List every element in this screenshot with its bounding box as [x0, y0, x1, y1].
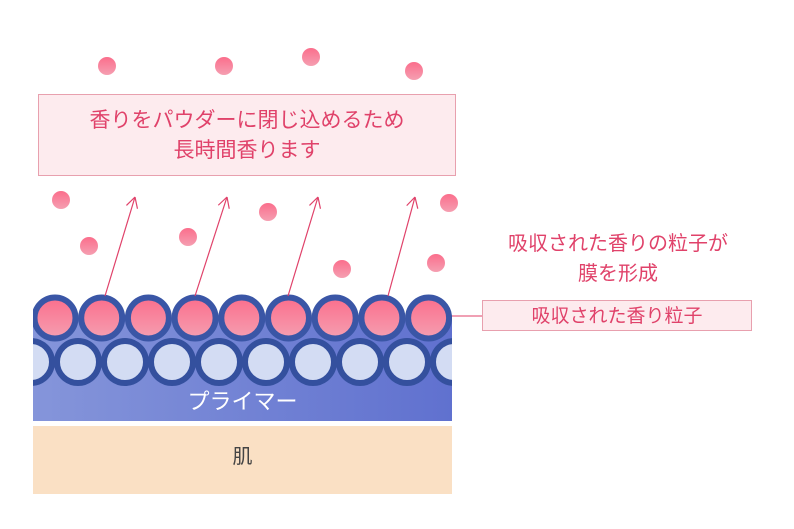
primer-particle: [430, 338, 452, 386]
release-arrow: [287, 196, 322, 297]
primer-particle: [148, 338, 196, 386]
primer-particle: [289, 338, 337, 386]
primer-particle: [195, 338, 243, 386]
fragrance-particle: [405, 294, 452, 342]
scent-particle: [98, 57, 116, 75]
release-arrow: [194, 196, 230, 297]
skin-label: 肌: [232, 444, 253, 468]
scent-particle: [80, 237, 98, 255]
scent-particle: [405, 62, 423, 80]
primer-particle: [242, 338, 290, 386]
scent-particle: [259, 203, 277, 221]
film-annotation-line-2: 膜を形成: [578, 261, 658, 285]
fragrance-description-box: 香りをパウダーに閉じ込めるため 長時間香ります: [38, 94, 456, 176]
primer-label: プライマー: [187, 390, 298, 415]
primer-particle: [336, 338, 384, 386]
primer-particle: [33, 338, 55, 386]
fragrance-particle: [33, 294, 79, 342]
fragrance-particle: [218, 294, 266, 342]
fragrance-particle: [358, 294, 406, 342]
film-annotation: 吸収された香りの粒子が 膜を形成: [470, 228, 766, 288]
primer-particle: [383, 338, 431, 386]
fragrance-particle: [124, 294, 172, 342]
fragrance-particle: [265, 294, 312, 342]
description-line-2: 長時間香ります: [173, 138, 321, 162]
scent-particle: [427, 254, 445, 272]
scent-particle: [215, 57, 233, 75]
scent-particle: [179, 228, 197, 246]
particle-annotation: 吸収された香り粒子: [482, 300, 752, 331]
scent-particle: [440, 194, 458, 212]
fragrance-particle: [311, 294, 359, 342]
release-arrow: [104, 196, 139, 297]
scent-particle: [52, 191, 70, 209]
release-arrow: [387, 196, 419, 297]
fragrance-particle: [78, 294, 126, 342]
description-line-1: 香りをパウダーに閉じ込めるため: [89, 108, 405, 132]
fragrance-particle: [171, 294, 219, 342]
primer-particle: [54, 338, 102, 386]
primer-particle: [101, 338, 149, 386]
scent-particle: [333, 260, 351, 278]
skin-layer: 肌: [33, 426, 452, 494]
scent-particle: [302, 48, 320, 66]
film-annotation-line-1: 吸収された香りの粒子が: [508, 231, 728, 255]
